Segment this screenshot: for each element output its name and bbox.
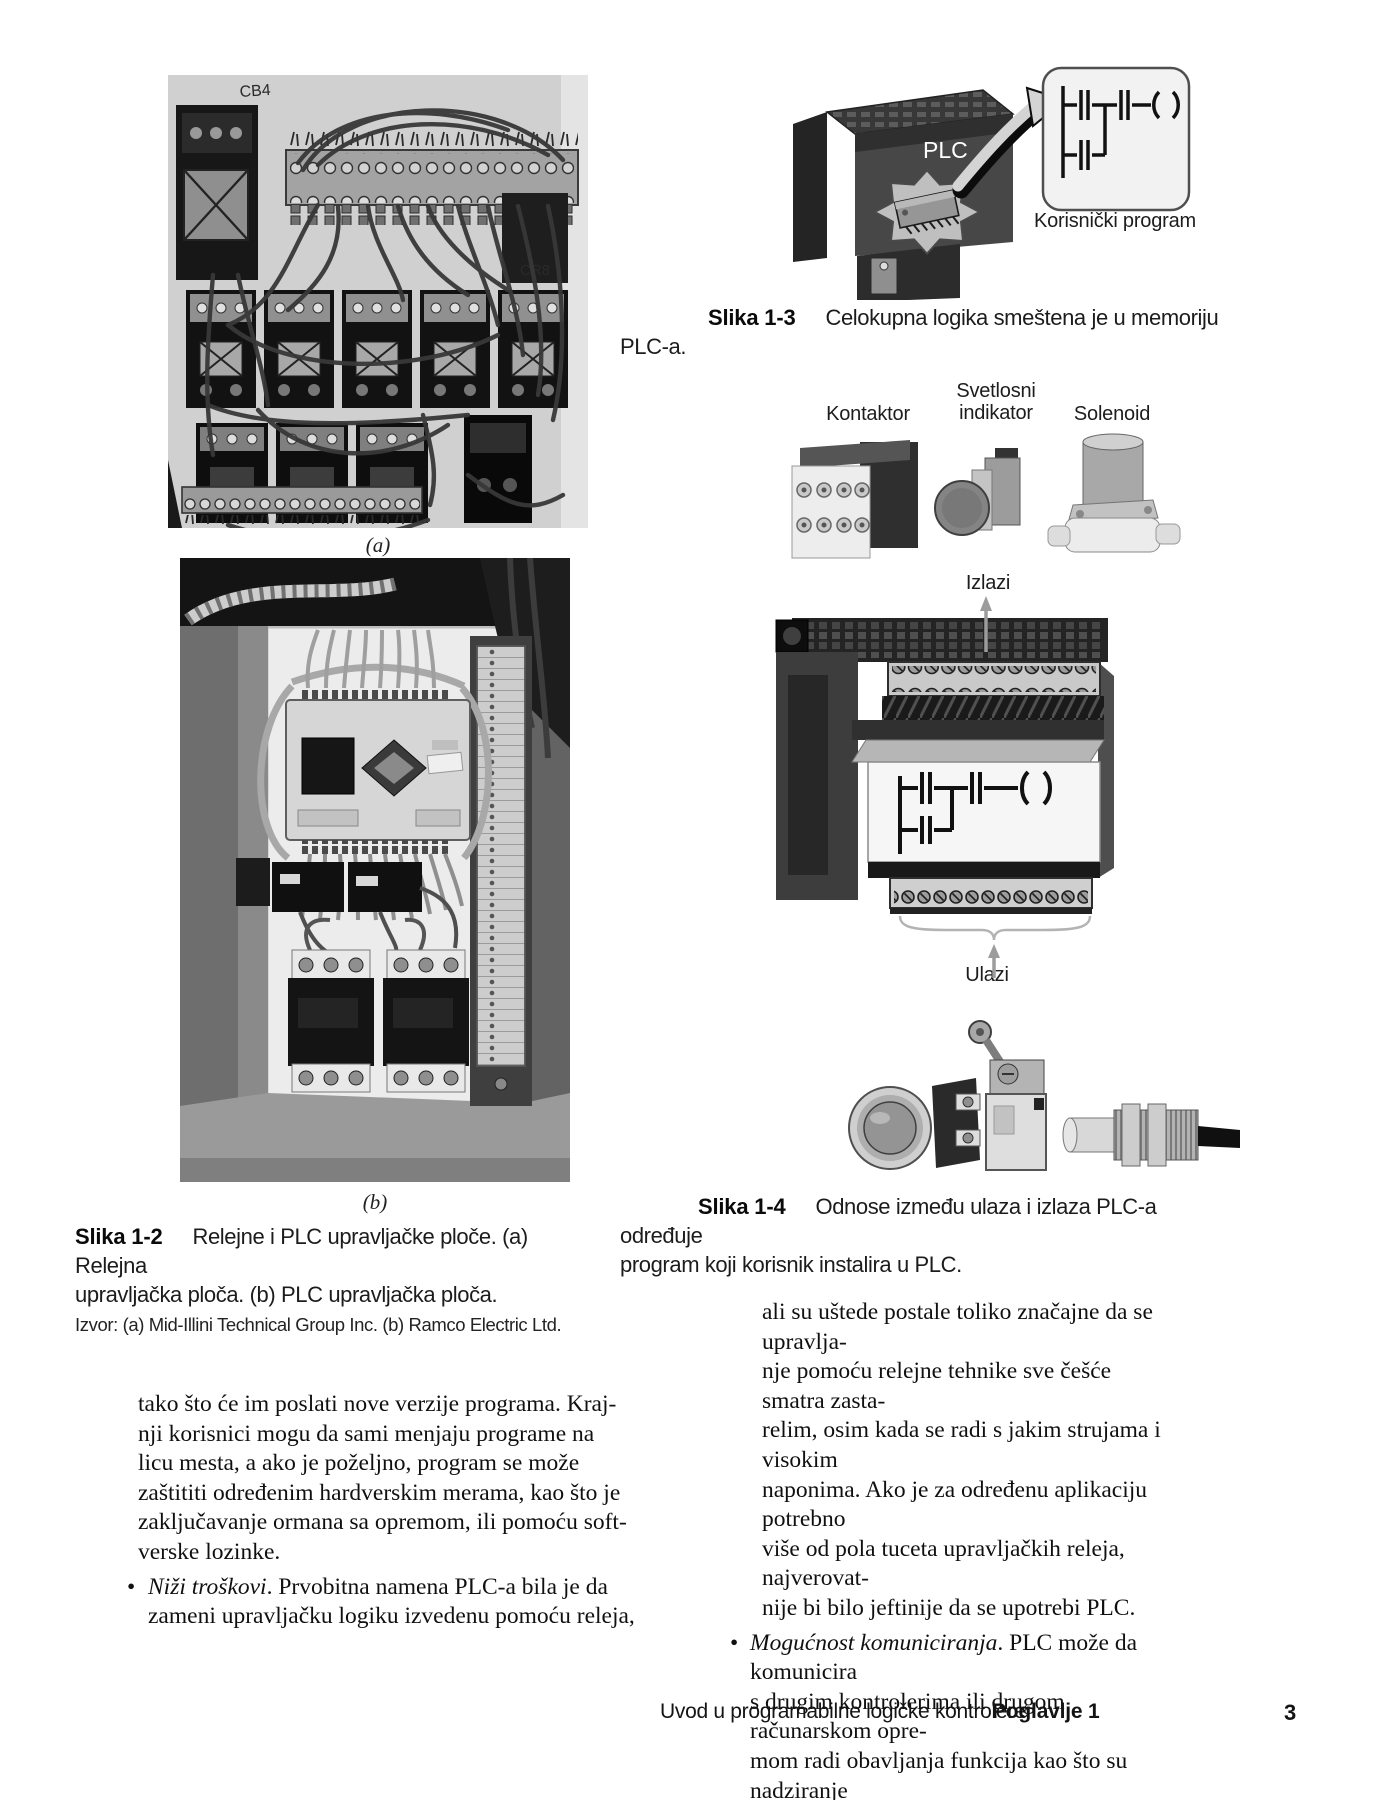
page-number: 3 — [1284, 1700, 1296, 1725]
plc-unit — [257, 629, 492, 921]
bullet-lead-italic: Mogućnost komuniciranja — [750, 1629, 998, 1656]
inputs-arrow — [988, 944, 1000, 978]
outputs-label: Izlazi — [965, 572, 1011, 594]
wire-bundle — [205, 108, 566, 528]
body-column-left: tako što će im poslati nove verzije prog… — [114, 1390, 662, 1632]
contactor-left — [288, 917, 374, 1093]
ladder-diagram — [898, 770, 1052, 854]
enclosure-left-wall — [180, 558, 238, 1182]
pushbutton-photo — [848, 1078, 981, 1170]
user-program-label: Korisnički program — [1033, 210, 1196, 232]
handwritten-annotation-cb4: CB4 — [239, 82, 271, 101]
output-device-label-contactor: Kontaktor — [826, 403, 910, 425]
figure-1-4-number: Slika 1-4 — [698, 1194, 786, 1219]
figure-1-3-illustration: PLC — [793, 66, 1191, 300]
figure-1-2-number: Slika 1-2 — [75, 1224, 163, 1249]
figure-1-3-number: Slika 1-3 — [708, 305, 796, 330]
figure-1-2-source: Izvor: (a) Mid-Illini Technical Group In… — [75, 1314, 562, 1335]
program-panel — [867, 761, 1101, 863]
figure-1-4-caption-text: Odnose između ulaza i izlaza PLC-a određ… — [620, 1194, 1157, 1277]
spiral-cable — [184, 577, 397, 626]
bullet-item-nizi-troskovi: • Niži troškovi. Prvobitna namena PLC-a … — [127, 1573, 662, 1632]
contactor-right — [383, 917, 469, 1093]
plc-sticker — [426, 751, 464, 775]
figure-1-2-caption-text: Relejne i PLC upravljačke ploče. (a) Rel… — [75, 1224, 528, 1307]
proximity-sensor-photo — [1062, 1103, 1240, 1167]
terminal-strip-vertical — [470, 636, 532, 1106]
relay-modules — [236, 858, 459, 956]
user-program-box — [1041, 66, 1191, 212]
output-device-label-solenoid: Solenoid — [1073, 403, 1151, 425]
output-device-label-pilot-light: Svetlosni indikator — [956, 380, 1036, 424]
ladder-diagram — [1061, 86, 1180, 178]
terminal-strip-bottom — [181, 486, 423, 526]
handwritten-annotation-cr8: CR8 — [520, 262, 550, 279]
outputs-arrow — [980, 596, 992, 652]
sensor-cable — [1198, 1126, 1240, 1148]
plc-display — [301, 737, 355, 795]
limit-switch-photo — [968, 1020, 1047, 1171]
memory-chip — [893, 189, 960, 235]
plc-text-label: PLC — [923, 137, 968, 163]
solenoid-photo — [1047, 433, 1181, 553]
figure-1-3-caption-text: Celokupna logika smeštena je u memoriju … — [620, 305, 1219, 359]
contactor-photo — [791, 440, 918, 559]
plc-input-wires — [305, 629, 436, 689]
chapter-label: Poglavlje 1 — [992, 1700, 1100, 1723]
photo-a-label: (a) — [365, 533, 391, 557]
bullet-text: Niži troškovi. Prvobitna namena PLC-a bi… — [148, 1573, 635, 1630]
running-title: Uvod u programabilne logičke kontrolere — [660, 1700, 1026, 1723]
page-footer: Uvod u programabilne logičke kontrolere … — [0, 1700, 1375, 1730]
bullet-marker: • — [730, 1629, 739, 1656]
pilot-light-photo — [934, 448, 1021, 536]
bullet-text: Mogućnost komuniciranja. PLC može da kom… — [750, 1629, 1138, 1800]
bullet-item-mogucnost-komuniciranja: • Mogućnost komuniciranja. PLC može da k… — [730, 1629, 1176, 1800]
paragraph: ali su uštede postale toliko značajne da… — [762, 1299, 1161, 1621]
paragraph: tako što će im poslati nove verzije prog… — [138, 1391, 627, 1565]
photo-plc-control-panel — [180, 558, 570, 1182]
body-column-right: ali su uštede postale toliko značajne da… — [728, 1298, 1176, 1800]
plc-unit-drawing — [775, 618, 1114, 914]
inputs-label: Ulazi — [965, 964, 1009, 986]
memory-chip-burst — [873, 169, 981, 255]
bullet-marker: • — [127, 1573, 136, 1600]
inputs-brace — [898, 915, 1092, 941]
photo-relay-control-panel: CB4 CR8 — [168, 75, 588, 528]
relay-top-left — [176, 105, 258, 280]
bullet-lead-italic: Niži troškovi — [148, 1573, 267, 1600]
figure-1-4-illustration — [775, 433, 1240, 1171]
photo-b-label: (b) — [362, 1190, 388, 1214]
